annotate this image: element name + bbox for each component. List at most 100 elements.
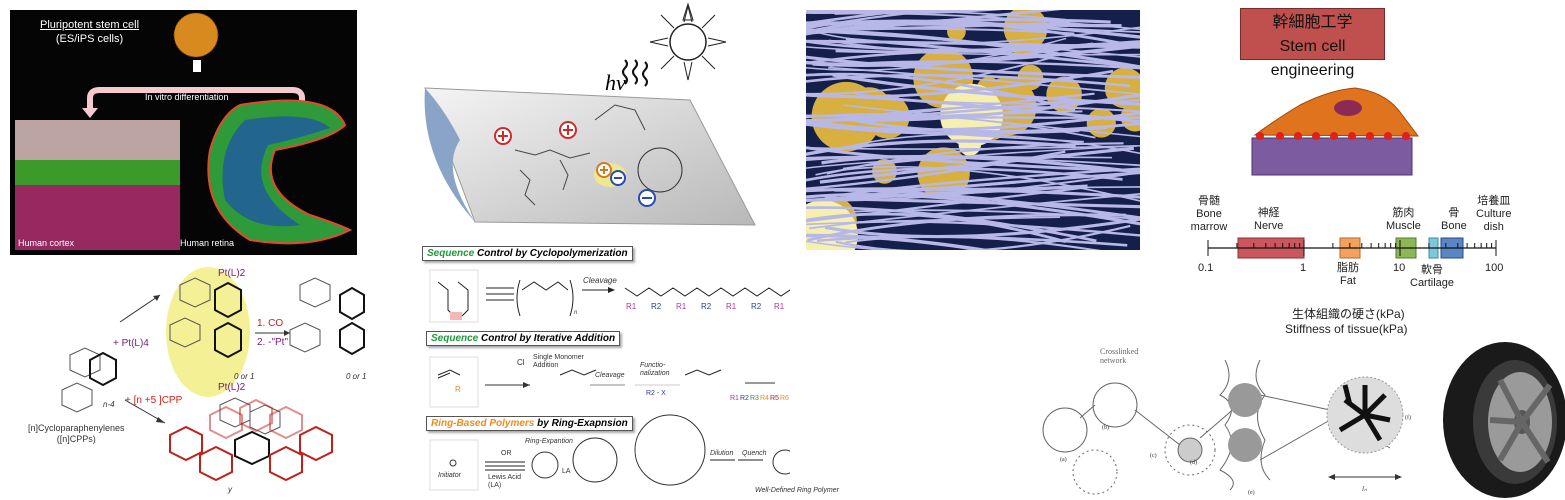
- fiber: [806, 212, 1066, 244]
- sun-icon: [649, 2, 727, 81]
- title-jp: 幹細胞工学: [1272, 14, 1353, 31]
- rubber-structure-illustration: [1042, 342, 1565, 498]
- fiber: [843, 104, 1140, 138]
- fiber-network-render: [806, 10, 1140, 250]
- unit-label: R2: [751, 302, 762, 311]
- tick-100: 100: [1485, 262, 1504, 274]
- es-ips-label: (ES/iPS cells): [55, 33, 124, 45]
- fiber: [806, 72, 1076, 112]
- fiber: [832, 73, 1140, 106]
- tire-icon: [1443, 342, 1565, 498]
- scheme3-title: Ring-Based Polymers by Ring-Exapnsion: [426, 416, 633, 431]
- h-nu-label: hν: [605, 70, 626, 95]
- fiber: [821, 93, 1140, 124]
- stiffness-scale: [1207, 237, 1497, 259]
- fiber: [809, 192, 1140, 230]
- fiber: [814, 10, 1062, 35]
- fiber: [806, 19, 1140, 49]
- cpp-structures: [61, 267, 365, 482]
- pt-top-label: Pt(L)2: [218, 268, 246, 279]
- pt-reagent-label: + Pt(L)4: [113, 338, 149, 349]
- differentiation-label: In vitro differentiation: [145, 92, 229, 102]
- fiber: [806, 171, 1140, 202]
- stem-cell-differentiation-figure: Pluripotent stem cell (ES/iPS cells) In …: [10, 10, 357, 255]
- or-label: OR: [501, 450, 512, 457]
- fiber: [806, 92, 1095, 125]
- cpp-reagent-label: + [n +5 ]CPP: [125, 395, 183, 406]
- n-repeat-label: n: [574, 310, 578, 316]
- organic-solar-cell-figure: hν: [420, 0, 760, 235]
- human-cortex-label: Human cortex: [18, 238, 75, 248]
- cpp-name-label: [n]Cycloparaphenylenes: [28, 423, 125, 433]
- unit-label: R2: [651, 302, 662, 311]
- fiber: [821, 154, 1140, 174]
- fiber: [826, 142, 1124, 175]
- unit-label: R1: [626, 302, 637, 311]
- fiber: [828, 66, 1140, 95]
- cell-on-substrate: [1207, 87, 1497, 259]
- addition-label: Addition: [533, 362, 559, 369]
- ring-polymer-label: Well-Defined Ring Polymer: [755, 487, 839, 494]
- fiber: [806, 146, 1140, 173]
- title-en: Stem cell engineering: [1270, 38, 1355, 79]
- axis-title-jp: 生体組織の硬さ(kPa): [1292, 307, 1405, 321]
- tick-10: 10: [1393, 262, 1406, 274]
- label-d: (d): [1190, 460, 1197, 466]
- polymer-sequence-schemes: Sequence Control by Cyclopolymerization …: [410, 240, 839, 500]
- unit-label: R1: [774, 302, 785, 311]
- tire-rubber-hierarchy-figure: Crosslinked network (a) (b) (c) (d) (e) …: [1010, 340, 1565, 500]
- stem-cell-illustration: [15, 12, 353, 250]
- substrate: [1251, 137, 1413, 176]
- scheme2-title: Sequence Control by Iterative Addition: [426, 331, 621, 346]
- scheme1-title: Sequence Control by Cyclopolymerization: [422, 246, 633, 261]
- initiator-label: Initiator: [438, 472, 461, 479]
- functionalization-label-2: nalization: [640, 370, 670, 377]
- n-minus-4-label: n-4: [103, 400, 115, 409]
- unit-label: R2: [701, 302, 712, 311]
- polymer-structures: [429, 269, 790, 491]
- label-f: (f): [1405, 415, 1411, 421]
- repeat-label-a: 0 or 1: [234, 372, 255, 381]
- fiber: [851, 209, 1140, 220]
- pt-bottom-label: Pt(L)2: [218, 382, 246, 393]
- functionalization-label-1: Functio-: [640, 362, 666, 369]
- axis-title-en: Stiffness of tissue(kPa): [1285, 322, 1408, 336]
- length-label: lₙ: [1362, 485, 1367, 493]
- fiber: [842, 144, 1140, 170]
- fiber: [806, 48, 1058, 65]
- fiber: [806, 167, 1123, 182]
- label-e: (e): [1248, 490, 1255, 496]
- lewis-acid-label: Lewis Acid: [488, 474, 522, 481]
- fiber: [806, 56, 1054, 95]
- fiber: [819, 146, 1134, 184]
- fiber: [806, 21, 1122, 28]
- label-c: (c): [1150, 453, 1157, 459]
- co-step-label: 1. CO: [257, 318, 284, 329]
- fiber: [806, 99, 1079, 122]
- engineering-title-box: 幹細胞工学 Stem cell engineering: [1240, 8, 1385, 79]
- cl-label: Cl: [517, 358, 525, 367]
- adhesion-points: [1256, 132, 1410, 140]
- label-a: (a): [1060, 457, 1067, 463]
- fiber: [806, 55, 1140, 79]
- cpp-abbr-label: ([n]CPPs): [56, 434, 96, 444]
- fiber: [852, 118, 1140, 133]
- pluripotent-label: Pluripotent stem cell: [40, 19, 140, 31]
- human-retina-label: Human retina: [180, 238, 235, 248]
- r2-x-reagent: R2 - X: [646, 390, 666, 397]
- unit-label: R3: [750, 395, 759, 402]
- fiber: [835, 224, 1131, 250]
- fiber-network-illustration: [806, 10, 1140, 250]
- solar-cell-illustration: [424, 2, 756, 226]
- tick-0.1: 0.1: [1198, 262, 1214, 274]
- tick-1: 1: [1300, 262, 1307, 274]
- la-label: LA: [562, 468, 571, 475]
- fiber: [806, 187, 1140, 199]
- cpp-reaction-scheme: + Pt(L)4 Pt(L)2 Pt(L)2 1. CO 2. -"Pt" 0 …: [0, 260, 400, 500]
